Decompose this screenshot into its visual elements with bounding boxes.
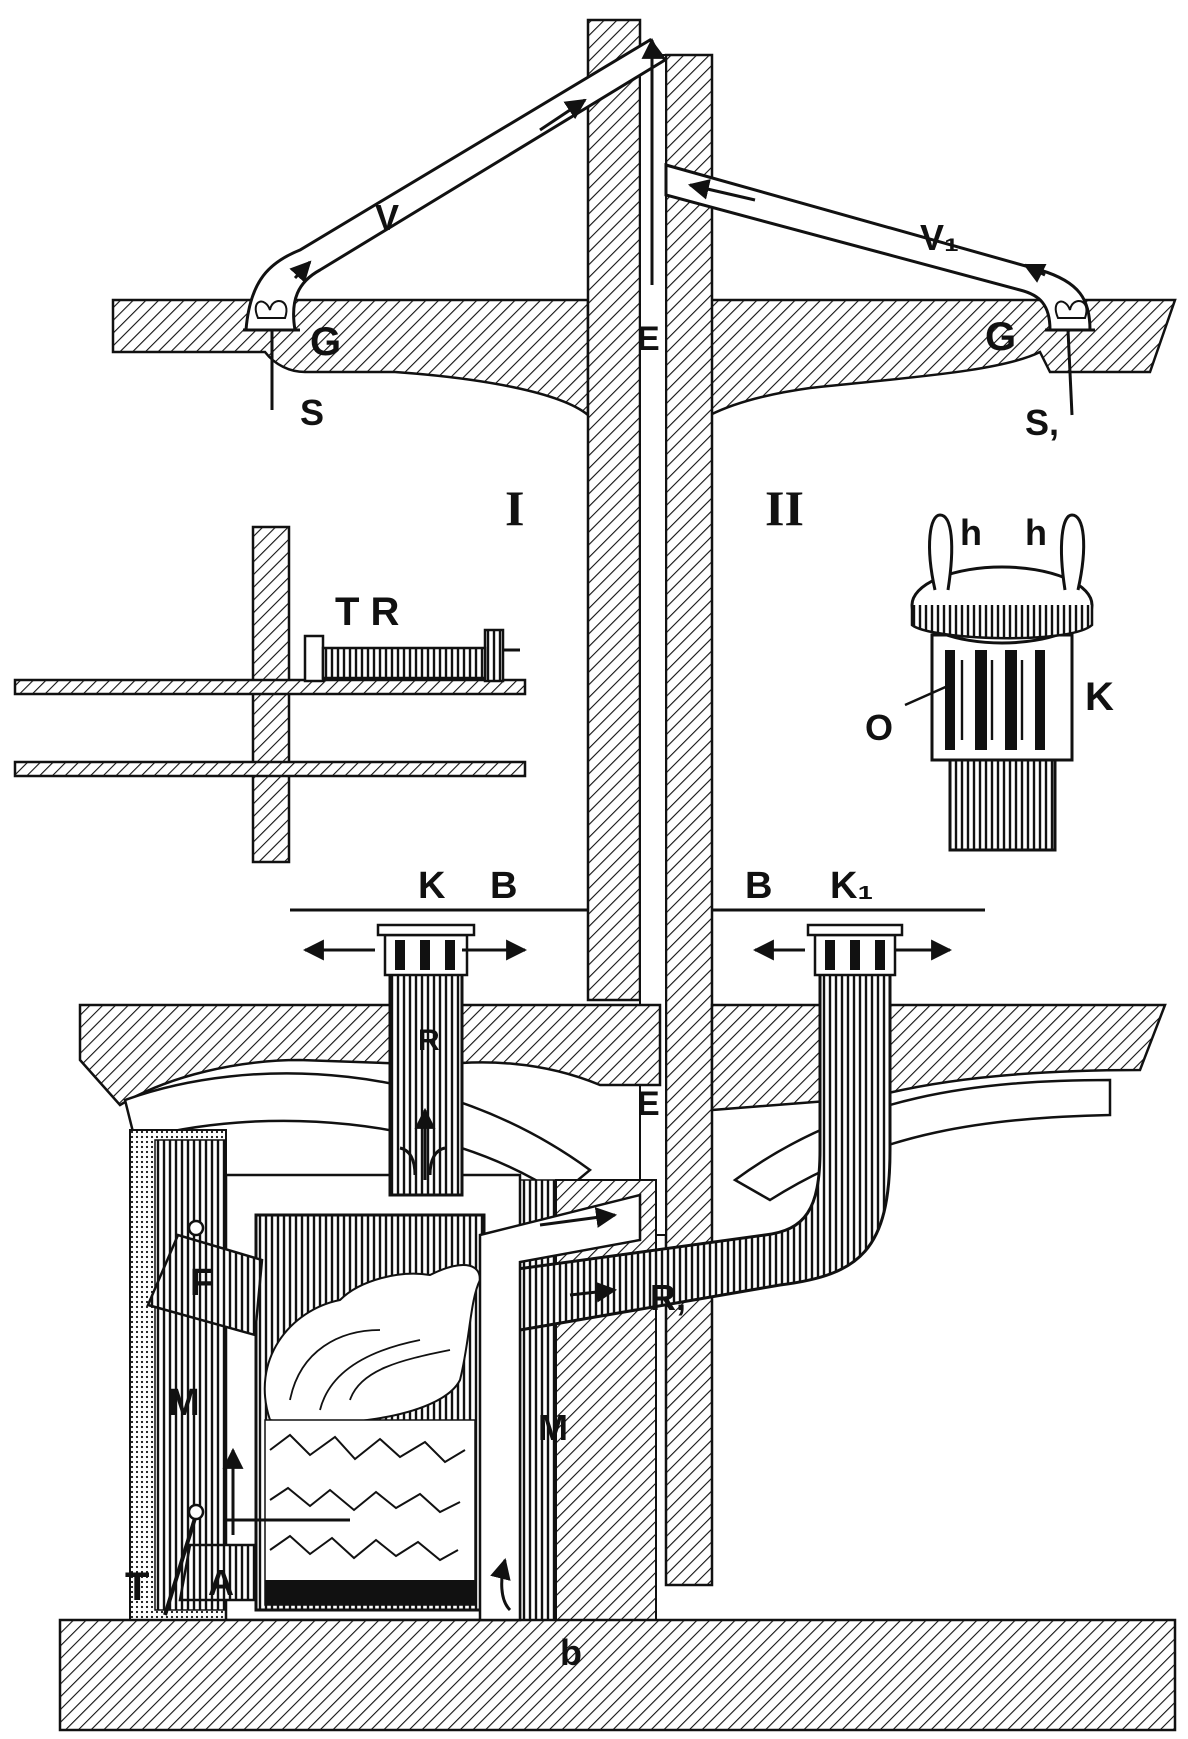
gas-burner-left	[243, 300, 300, 410]
label-E-lower: E	[637, 1085, 660, 1123]
label-B-left: B	[490, 865, 517, 907]
label-room-II: II	[765, 480, 804, 536]
airflow-arrows	[222, 37, 1047, 1612]
label-B-right: B	[745, 865, 772, 907]
label-room-I: I	[505, 480, 524, 536]
stove-flue-channel	[478, 1193, 642, 1622]
feed-door	[146, 1219, 264, 1337]
label-M-right: M	[538, 1407, 568, 1448]
label-K-detail: K	[1085, 675, 1114, 719]
label-h-left: h	[960, 512, 982, 553]
label-O: O	[865, 707, 893, 748]
label-S-left: S	[300, 392, 324, 433]
label-F: F	[190, 1262, 213, 1304]
label-M-left: M	[168, 1382, 200, 1424]
label-T: T	[125, 1565, 149, 1609]
label-S-right: S,	[1025, 402, 1059, 443]
gas-burner-right	[1045, 300, 1095, 416]
label-V1: V₁	[920, 217, 959, 258]
ground-slab	[58, 1618, 1177, 1732]
label-R-vertical: R	[418, 1024, 440, 1057]
label-b: b	[560, 1632, 582, 1673]
label-h-right: h	[1025, 512, 1047, 553]
radiator-TR	[303, 628, 520, 683]
stove-firebox	[254, 1213, 486, 1612]
label-K1: K₁	[830, 865, 873, 907]
label-A: A	[208, 1562, 234, 1603]
ash-door	[163, 1503, 350, 1616]
label-G-right: G	[985, 315, 1016, 359]
label-R1: R,	[650, 1277, 686, 1318]
pipe-R1-bent	[508, 923, 904, 1332]
label-V: V	[375, 197, 399, 238]
label-K-left: K	[418, 865, 446, 907]
cap-detail-K	[904, 513, 1094, 852]
label-TR: T R	[335, 590, 400, 634]
diagram-labels: V V₁ G G S S, E E I II T R h h O K K B B…	[125, 197, 1114, 1673]
label-G-left: G	[310, 320, 341, 364]
label-E-upper: E	[637, 320, 660, 358]
room-I-detail	[13, 525, 527, 864]
